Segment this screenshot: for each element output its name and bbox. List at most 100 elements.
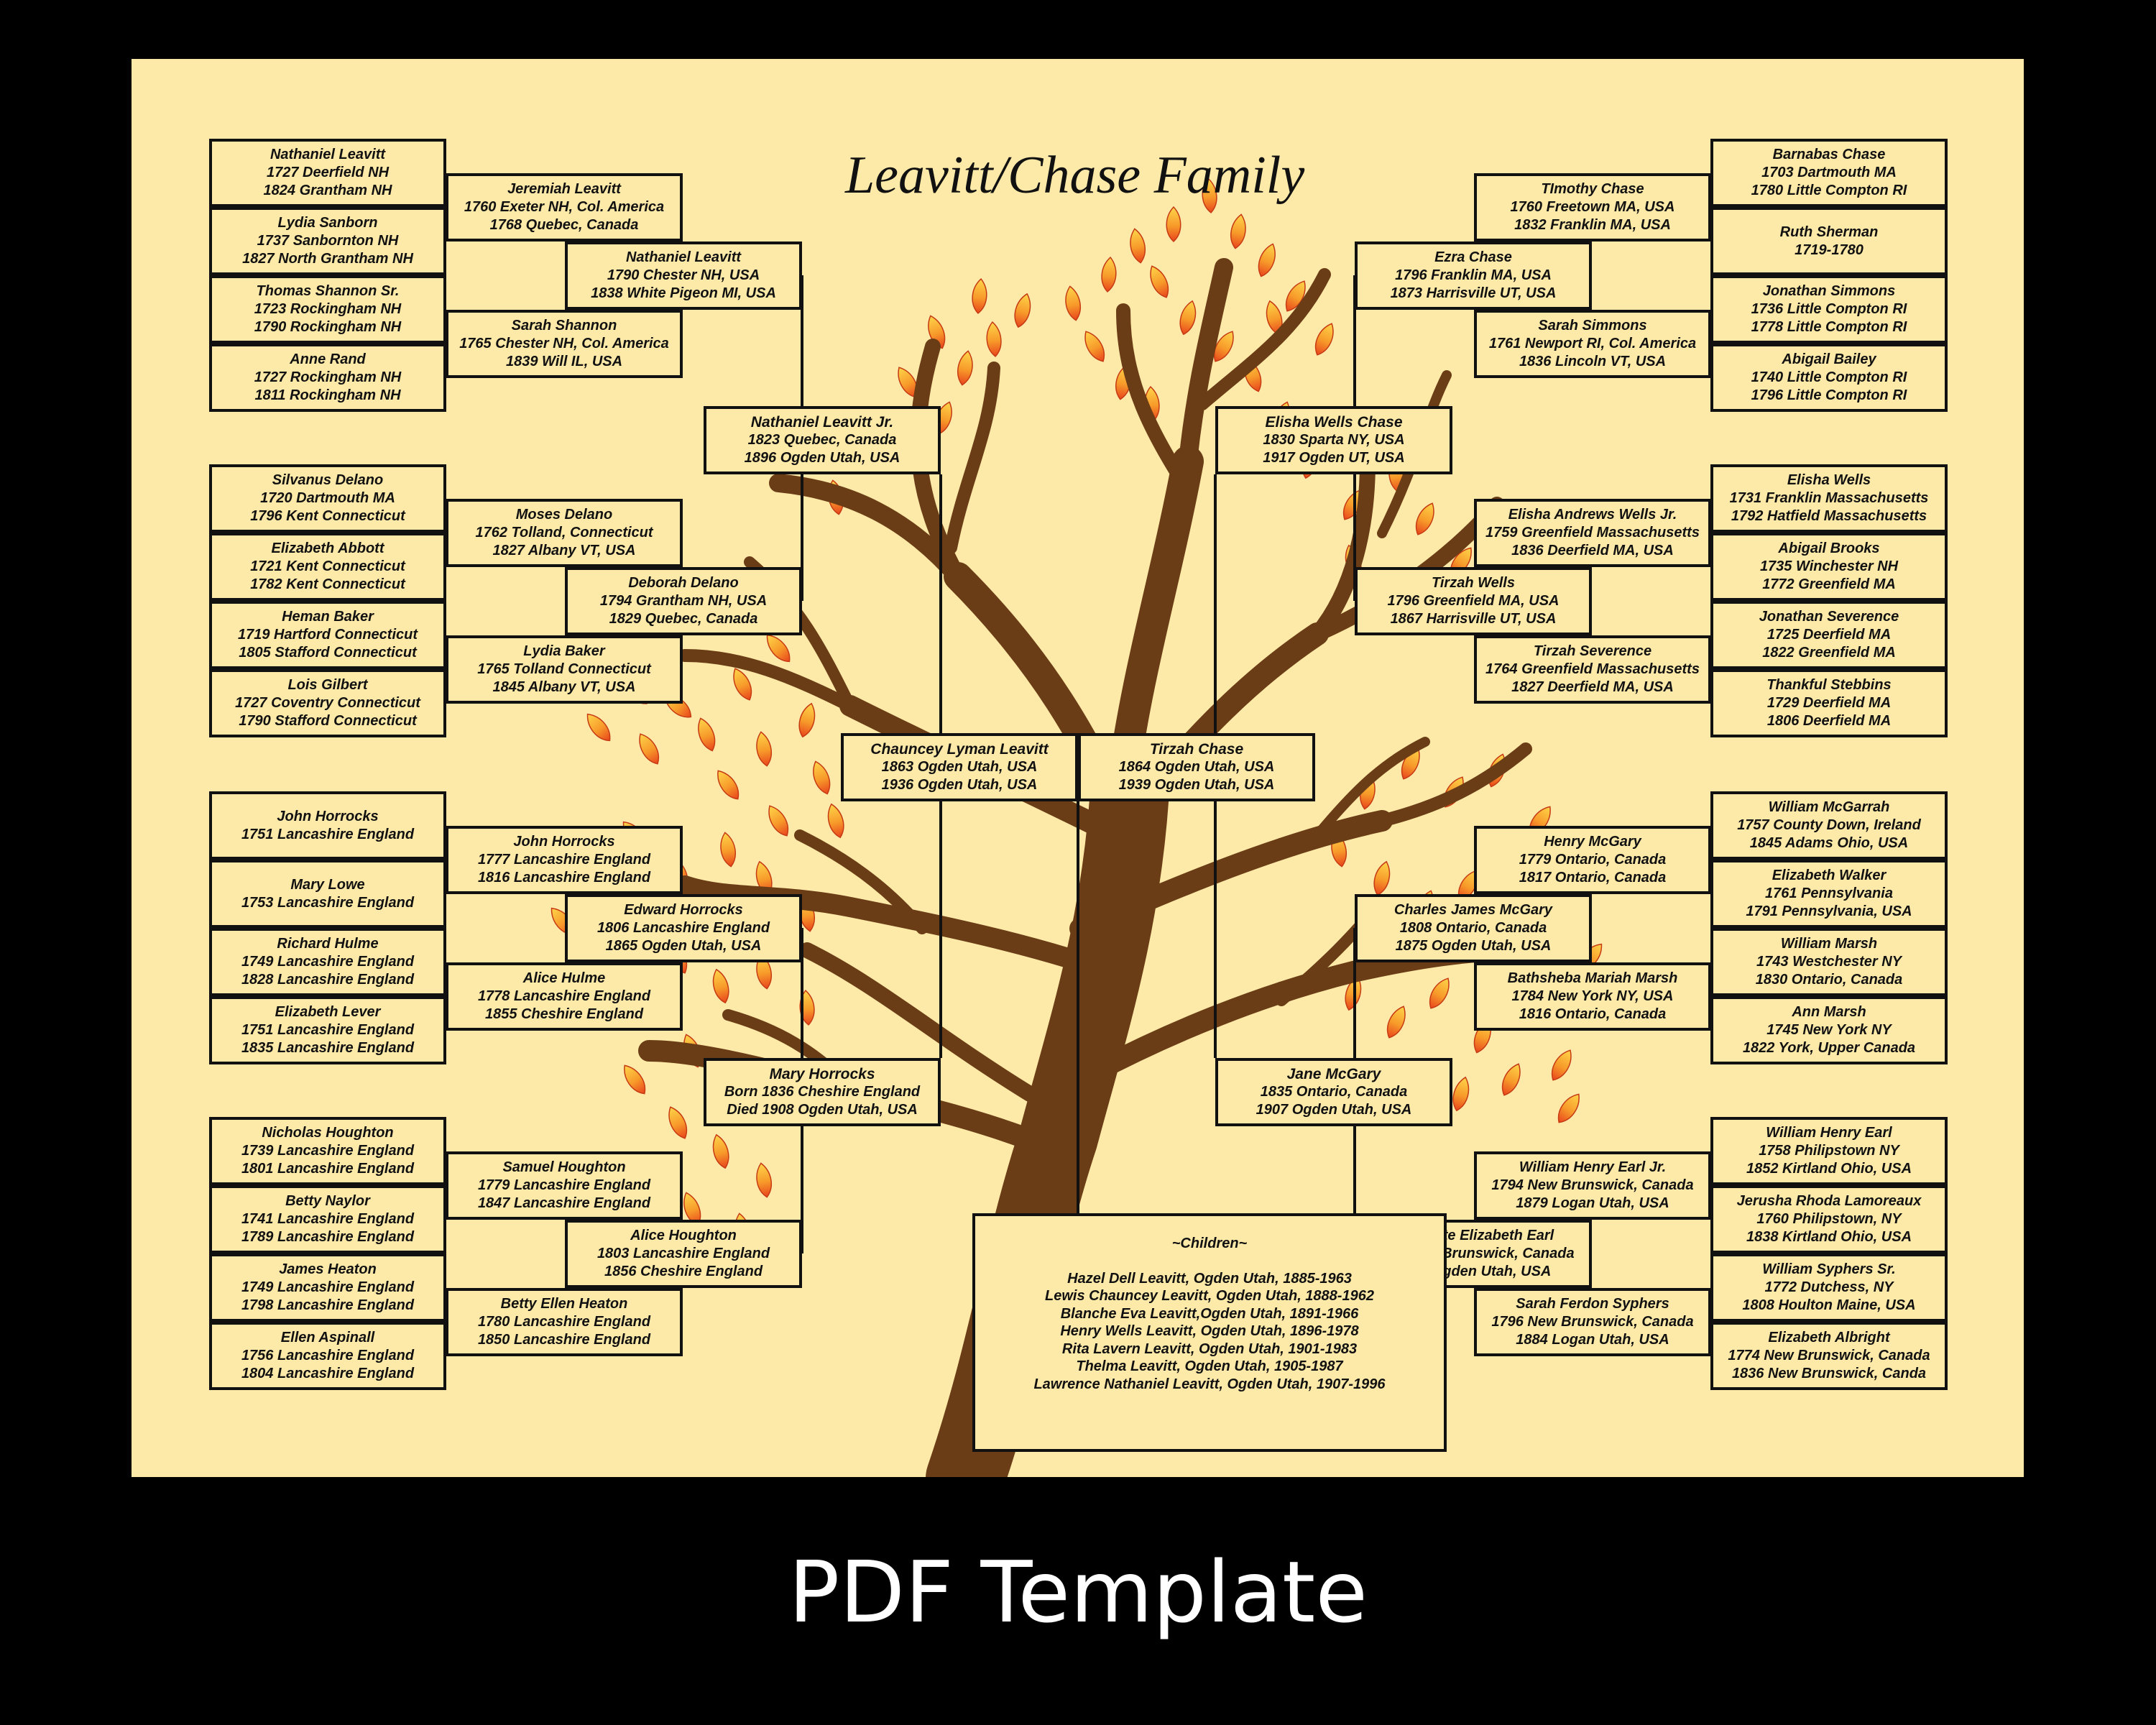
child-item: Lewis Chauncey Leavitt, Ogden Utah, 1888… (1045, 1288, 1374, 1304)
person-birth: 1764 Greenfield Massachusetts (1485, 661, 1700, 677)
person-death: 1836 New Brunswick, Canda (1731, 1366, 1927, 1381)
person-birth: 1784 New York NY, USA (1511, 988, 1674, 1004)
person-birth: 1796 Franklin MA, USA (1395, 267, 1552, 283)
person-box: William Henry Earl Jr.1794 New Brunswick… (1474, 1151, 1711, 1220)
leaf (1062, 284, 1084, 323)
person-name: Thomas Shannon Sr. (256, 283, 400, 299)
leaf (1227, 212, 1249, 251)
person-death: 1798 Lancashire England (241, 1297, 415, 1313)
person-birth: 1830 Sparta NY, USA (1263, 432, 1405, 448)
leaf (763, 801, 794, 840)
person-death: 1917 Ogden UT, USA (1263, 450, 1405, 466)
person-name: Bathsheba Mariah Marsh (1507, 970, 1678, 986)
person-name: Tirzah Chase (1149, 741, 1244, 758)
leaf (1546, 1046, 1577, 1085)
person-name: Abigail Bailey (1782, 351, 1876, 367)
leaf (954, 349, 976, 387)
person-birth: 1760 Philipstown, NY (1756, 1211, 1902, 1227)
person-birth: 1761 Newport RI, Col. America (1488, 336, 1697, 351)
person-birth: 1739 Lancashire England (241, 1143, 415, 1159)
person-name: Mary Horrocks (769, 1066, 875, 1082)
person-death: 1839 Will IL, USA (505, 354, 623, 369)
person-death: 1822 Greenfield MA (1762, 645, 1896, 661)
person-box: Bathsheba Mariah Marsh 1784 New York NY, … (1474, 962, 1711, 1031)
person-birth: 1727 Rockingham NH (254, 369, 402, 385)
person-box: Sarah Shannon 1765 Chester NH, Col. Ameri… (446, 310, 683, 378)
person-birth: 1765 Chester NH, Col. America (459, 336, 669, 351)
person-name: James Heaton (279, 1261, 377, 1277)
person-name: William Syphers Sr. (1762, 1261, 1896, 1277)
person-birth: 1765 Tolland Connecticut (477, 661, 651, 677)
person-name: TImothy Chase (1541, 181, 1644, 197)
child-item: Thelma Leavitt, Ogden Utah, 1905-1987 (1076, 1358, 1343, 1374)
person-birth: 1777 Lancashire England (477, 852, 651, 868)
person-death: 1782 Kent Connecticut (250, 576, 405, 592)
leaf (1079, 327, 1110, 366)
person-death: 1778 Little Compton RI (1751, 319, 1907, 335)
person-death: 1855 Cheshire England (484, 1006, 644, 1022)
person-birth: Born 1836 Cheshire England (724, 1084, 921, 1100)
person-birth: 1761 Pennsylvania (1765, 886, 1893, 901)
leaf (824, 801, 848, 840)
person-death: 1856 Cheshire England (604, 1264, 763, 1279)
page-title: Leavitt/Chase Family (845, 146, 1305, 205)
person-name: Chauncey Lyman Leavitt (870, 741, 1049, 758)
person-death: 1827 North Grantham NH (242, 251, 413, 267)
person-death: 1822 York, Upper Canada (1742, 1040, 1916, 1056)
person-name: Elisha Andrews Wells Jr. (1508, 507, 1677, 523)
person-death: 1907 Ogden Utah, USA (1256, 1102, 1412, 1118)
person-birth: 1720 Dartmouth MA (260, 490, 395, 506)
child-item: Lawrence Nathaniel Leavitt, Ogden Utah, … (1033, 1376, 1386, 1392)
leaf (1370, 859, 1394, 898)
person-death: 1852 Kirtland Ohio, USA (1746, 1161, 1912, 1177)
leaf (1166, 206, 1181, 242)
person-death: 1790 Stafford Connecticut (239, 713, 417, 729)
person-birth: 1863 Ogden Utah, USA (881, 759, 1038, 775)
person-death: 1816 Lancashire England (477, 870, 651, 886)
person-name: Betty Ellen Heaton (500, 1296, 628, 1312)
person-death: 1789 Lancashire England (241, 1229, 415, 1245)
leaf (795, 701, 819, 740)
person-birth: 1774 New Brunswick, Canada (1728, 1348, 1930, 1363)
person-name: William Marsh (1780, 936, 1878, 952)
person-death: 1811 Rockingham NH (254, 387, 401, 403)
person-birth: 1751 Lancashire England (241, 1022, 415, 1038)
person-death: 1772 Greenfield MA (1762, 576, 1896, 592)
child-item: Henry Wells Leavitt, Ogden Utah, 1896-19… (1060, 1323, 1359, 1339)
person-name: Heman Baker (282, 609, 374, 625)
leaf (1100, 256, 1118, 293)
person-death: 1867 Harrisville UT, USA (1390, 611, 1557, 627)
person-death: 1865 Ogden Utah, USA (605, 938, 762, 954)
person-death: 1838 White Pigeon MI, USA (591, 285, 776, 301)
person-name: William McGarrah (1768, 799, 1890, 815)
person-name: Sarah Shannon (511, 318, 617, 334)
leaf (1411, 500, 1439, 538)
person-name: Silvanus Delano (272, 472, 384, 488)
person-death: 1835 Lancashire England (241, 1040, 415, 1056)
person-birth: 1729 Deerfield MA (1766, 695, 1892, 711)
child-item: Hazel Dell Leavitt, Ogden Utah, 1885-196… (1067, 1270, 1352, 1287)
person-name: Abigail Brooks (1778, 540, 1880, 556)
person-death: 1806 Deerfield MA (1766, 713, 1892, 729)
person-birth: 1864 Ogden Utah, USA (1118, 759, 1275, 775)
person-birth: 1737 Sanbornton NH (257, 233, 399, 249)
person-death: 1792 Hatfield Massachusetts (1731, 508, 1927, 524)
footer-caption: PDF Template (788, 1542, 1368, 1642)
leaf (753, 730, 775, 768)
person-birth: 1719-1780 (1795, 242, 1864, 258)
person-name: Jeremiah Leavitt (507, 181, 621, 197)
person-death: 1845 Albany VT, USA (492, 679, 636, 695)
